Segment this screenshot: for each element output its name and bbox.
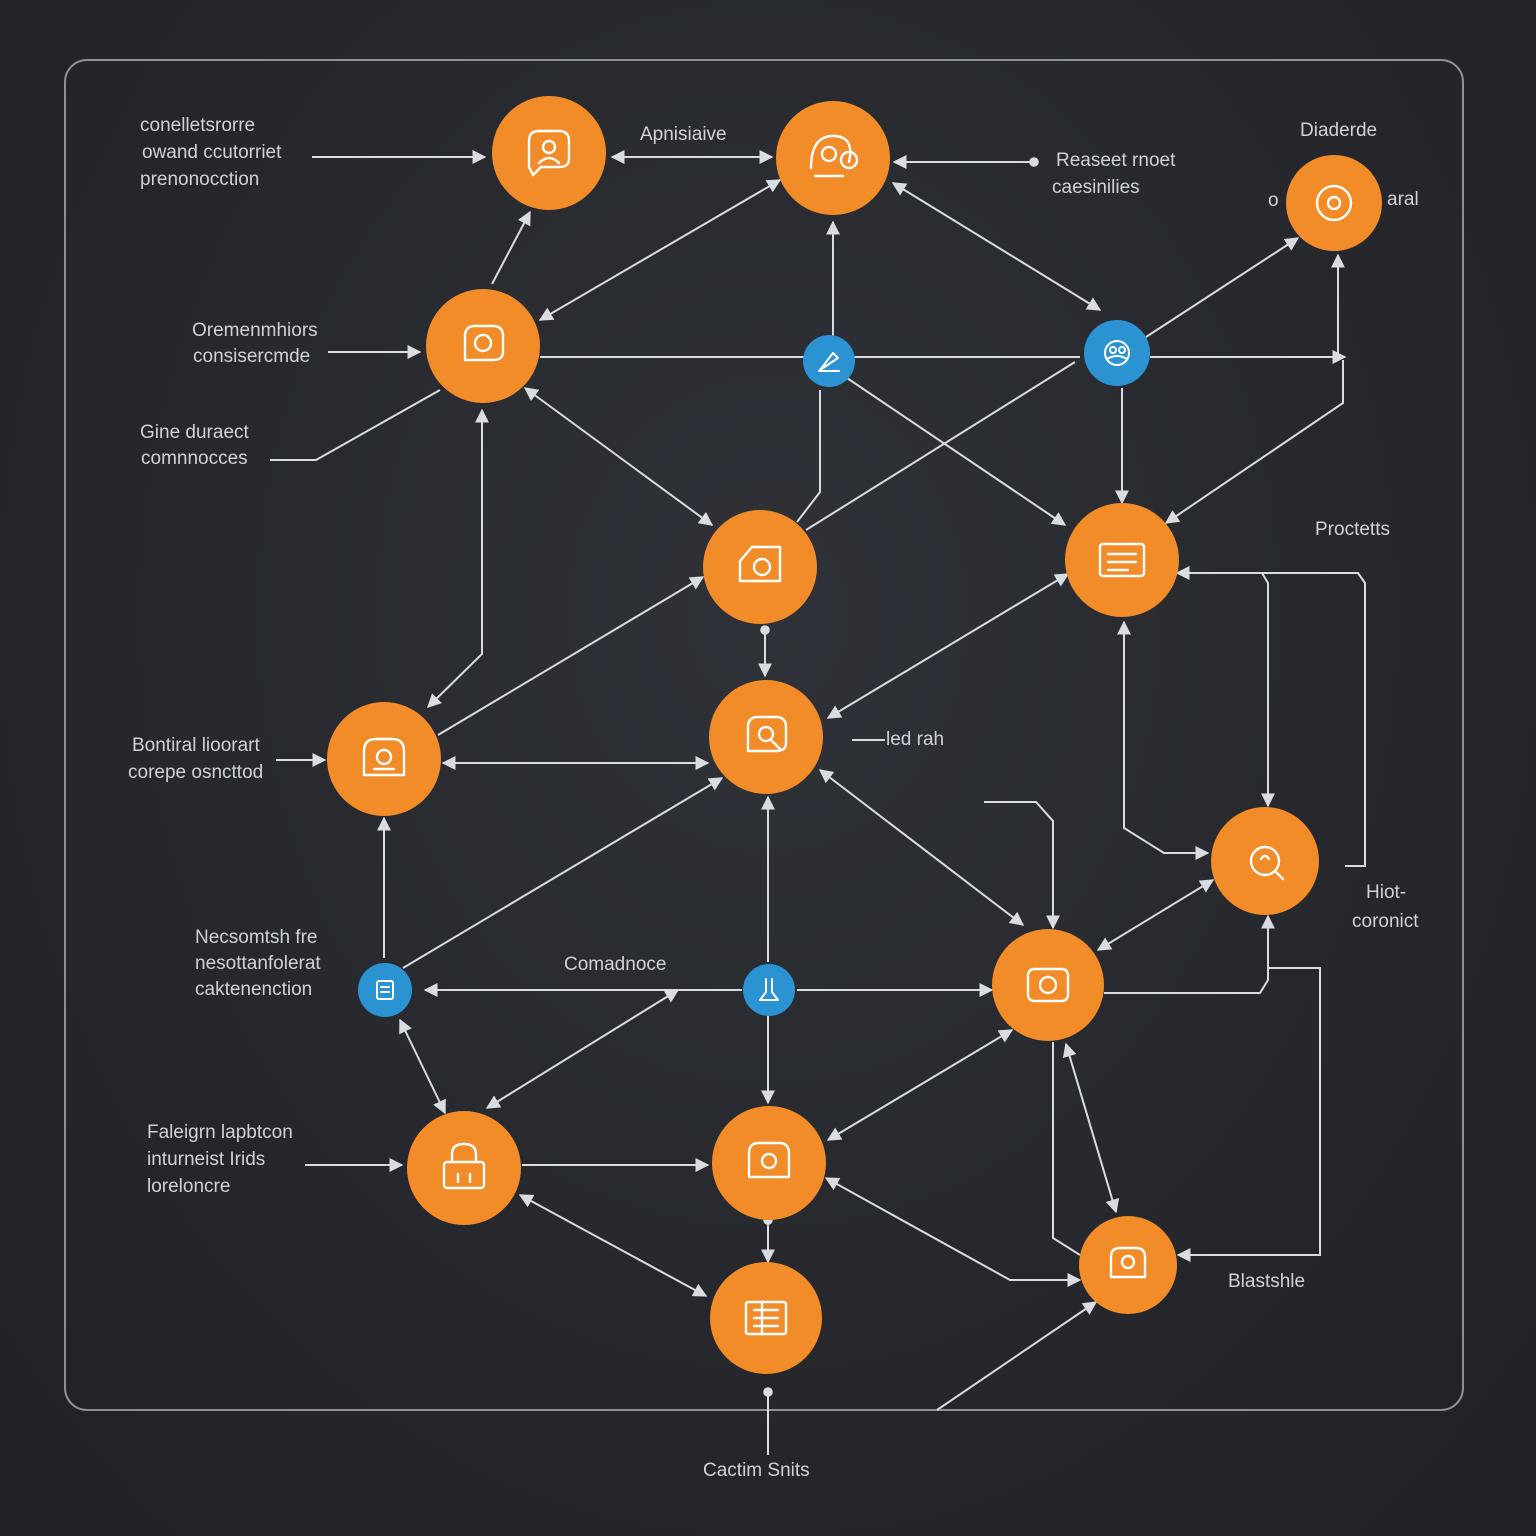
node-document[interactable] [1065,503,1179,617]
edge [805,361,1076,531]
edge [796,390,821,523]
edges-group [270,150,1366,1455]
camera-icon [738,545,782,583]
edge [1104,914,1275,994]
person-speech-icon [1109,1246,1147,1279]
edge [1117,620,1210,860]
label-hiot-line-2: coronict [1352,911,1419,932]
edge [485,989,680,1109]
node-camera-2[interactable] [992,929,1104,1041]
edge [402,777,724,969]
edge [1096,879,1215,951]
label-bottom: Cactim Snits [703,1460,810,1481]
person-search-icon [809,134,859,178]
node-id-card[interactable] [327,702,441,816]
label-nec-line-3: caktenenction [195,979,312,1000]
node-blue-flask[interactable] [743,964,795,1016]
label-ml-line-2: consisercmde [193,346,310,367]
edge [491,210,531,285]
edge [1176,967,1321,1262]
document-icon [1098,542,1146,578]
label-tr-line-2: caesinilies [1052,177,1140,198]
label-procteits: Proctetts [1315,519,1390,540]
calendar-icon [744,1300,788,1336]
label-hiot-line-1: Hiot- [1366,882,1406,903]
id-card-icon [362,737,406,777]
label-tl-line-1: conelletsrorre [140,115,255,136]
edge [518,1194,708,1297]
node-target[interactable] [1286,155,1382,251]
target-icon [1315,184,1353,222]
label-tr-line-1: Reaseet rnoet [1056,150,1176,171]
label-bon-line-2: corepe osncttod [128,762,263,783]
diagram-frame [64,59,1464,1411]
label-ml-line-1: Oremenmhiors [192,320,318,341]
node-person-speech[interactable] [492,96,606,210]
edge [427,408,489,708]
label-top-center: Apnisiaive [640,124,727,145]
label-led: led rah [886,729,944,750]
edge [824,1177,1082,1287]
edge [936,1301,1098,1411]
edge [538,179,782,321]
person-chat-icon [463,324,505,362]
node-blue-globe[interactable] [1084,320,1150,386]
label-fal-line-2: inturneist Irids [147,1149,265,1170]
label-bon-line-1: Bontiral lioorart [132,735,260,756]
node-camera[interactable] [703,510,817,624]
edge [846,377,1067,526]
edge [399,1018,446,1115]
person-icon [747,1141,791,1179]
node-magnifier[interactable] [1211,807,1319,915]
edge [818,769,1025,926]
edge [1261,572,1275,808]
camera-icon [1026,967,1070,1003]
node-person-search[interactable] [776,101,890,215]
flask-icon [759,978,779,1001]
edge [891,182,1102,311]
label-fal-line-3: loreloncre [147,1176,230,1197]
node-person-speech-2[interactable] [1079,1216,1177,1314]
lock-icon [442,1142,486,1190]
node-blue-document[interactable] [358,963,412,1017]
edge [437,576,705,736]
label-fal-line-1: Faleigrn lapbtcon [147,1122,293,1143]
node-calendar[interactable] [710,1262,822,1374]
label-far-right-aral: aral [1387,189,1419,210]
magnifier-icon [1249,845,1285,881]
node-person[interactable] [712,1106,826,1220]
labels-group: conelletsrorre owand ccutorriet prenonoc… [128,115,1419,1481]
globe-people-icon [1104,340,1130,366]
edge [1145,237,1300,338]
edge [826,1029,1014,1141]
person-speech-icon [527,129,571,177]
label-comma: Comadnoce [564,954,666,975]
label-far-right-top: Diaderde [1300,120,1377,141]
edge [270,389,441,461]
label-gine-line-1: Gine duraect [140,422,250,443]
label-nec-line-1: Necsomtsh fre [195,927,317,948]
label-blast: Blastshle [1228,1271,1305,1292]
person-search-icon [746,715,788,753]
label-tl-line-2: owand ccutorriet [142,142,282,163]
nodes-group [327,96,1382,1374]
document-icon [376,980,394,1000]
edge [1164,360,1344,524]
label-nec-line-2: nesottanfolerat [195,953,321,974]
node-lock[interactable] [407,1111,521,1225]
label-tl-line-3: prenonocction [140,169,259,190]
node-blue-tool[interactable] [803,335,855,387]
edge [523,387,714,526]
edge [826,573,1070,719]
edge [984,801,1060,930]
node-person-chat[interactable] [426,289,540,403]
label-far-right-o: o [1268,190,1279,211]
tool-icon [818,352,840,372]
edge [1175,566,1366,867]
node-person-search-2[interactable] [709,680,823,794]
edge [1062,1042,1120,1214]
label-gine-line-2: comnnocces [141,448,248,469]
